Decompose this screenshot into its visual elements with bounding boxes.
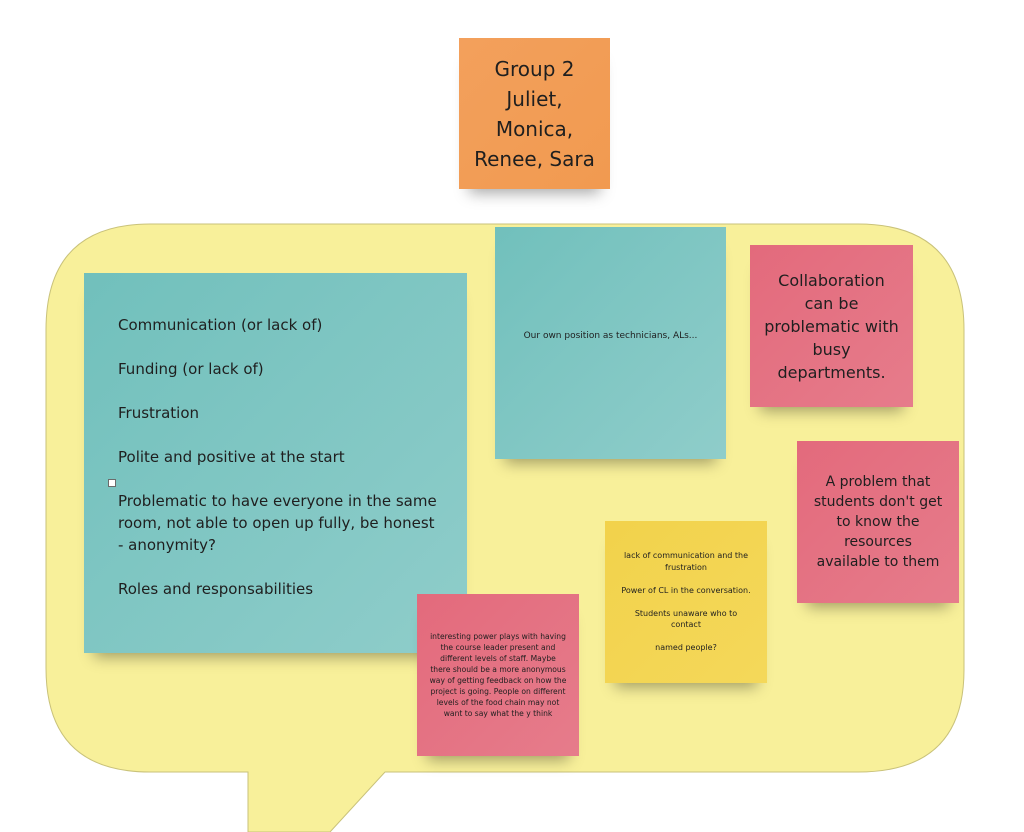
theme-funding: Funding (or lack of) [118, 360, 264, 378]
power-plays-sticky-note[interactable]: interesting power plays with having the … [417, 594, 579, 756]
position-text: Our own position as technicians, ALs... [523, 330, 698, 341]
theme-roles: Roles and responsabilities [118, 580, 314, 598]
theme-same-room: Problematic to have everyone in the same… [118, 492, 437, 554]
resources-problem-text: A problem that students don't get to kno… [813, 474, 943, 570]
group-title-sticky-note[interactable]: Group 2 Juliet, Monica, Renee, Sara [459, 38, 610, 189]
communication-sticky-note[interactable]: lack of communication and the frustratio… [605, 521, 767, 683]
communication-text: lack of communication and the frustratio… [621, 551, 751, 653]
text-cursor-handle[interactable] [108, 479, 116, 487]
group-title-text: Group 2 Juliet, Monica, Renee, Sara [474, 56, 595, 171]
theme-polite-positive: Polite and positive at the start [118, 448, 345, 466]
position-sticky-note[interactable]: Our own position as technicians, ALs... [495, 227, 726, 459]
theme-communication: Communication (or lack of) [118, 316, 323, 334]
main-themes-sticky-note[interactable]: Communication (or lack of) Funding (or l… [84, 273, 467, 653]
power-plays-text: interesting power plays with having the … [429, 632, 567, 718]
collaboration-text: Collaboration can be problematic with bu… [764, 270, 899, 382]
theme-frustration: Frustration [118, 404, 199, 422]
collaboration-sticky-note[interactable]: Collaboration can be problematic with bu… [750, 245, 913, 407]
resources-problem-sticky-note[interactable]: A problem that students don't get to kno… [797, 441, 959, 603]
